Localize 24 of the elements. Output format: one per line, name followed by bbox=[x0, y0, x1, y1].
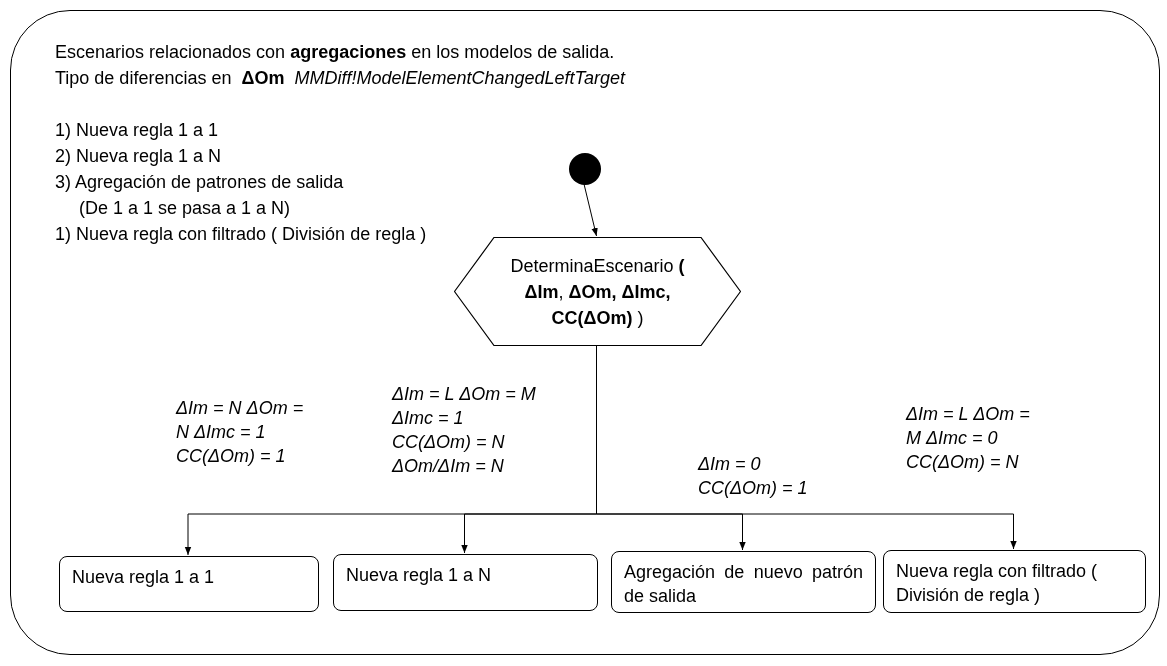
process-box bbox=[59, 556, 319, 612]
hexagon-node bbox=[454, 237, 741, 346]
note-text: 2) Nueva regla 1 a N bbox=[55, 145, 223, 168]
diagram-frame bbox=[10, 10, 1160, 655]
connector-arrow bbox=[583, 183, 598, 237]
note-text: 1) Nueva regla 1 a 1 bbox=[55, 119, 220, 142]
node-label: DeterminaEscenario ( ΔIm, ΔOm, ΔImc, CC(ΔOm) ) bbox=[510, 254, 685, 330]
start-node bbox=[569, 153, 601, 185]
edge-label: ΔIm = N ΔOm = N ΔImc = 1 CC(ΔOm) = 1 bbox=[176, 397, 305, 468]
note-text: 1) Nueva regla con filtrado ( División de regla ) bbox=[55, 223, 428, 246]
node-label: Nueva regla con filtrado ( División de regla ) bbox=[896, 560, 1099, 607]
node-label: Nueva regla 1 a N bbox=[346, 564, 493, 587]
note-text: 3) Agregación de patrones de salida bbox=[55, 171, 345, 194]
note-text: Tipo de diferencias en ΔOm MMDiff!ModelElementChangedLeftTarget bbox=[55, 67, 625, 90]
node-label: Nueva regla 1 a 1 bbox=[72, 566, 216, 589]
edge-label: ΔIm = L ΔOm = M ΔImc = 1 CC(ΔOm) = N ΔOm/ΔIm = N bbox=[392, 383, 537, 478]
process-box bbox=[611, 551, 876, 613]
node-label: Agregación de nuevo patrón de salida bbox=[624, 561, 863, 608]
note-text: Escenarios relacionados con agregaciones en los modelos de salida. bbox=[55, 41, 616, 64]
edge-label: ΔIm = L ΔOm = M ΔImc = 0 CC(ΔOm) = N bbox=[906, 403, 1031, 474]
process-box bbox=[883, 550, 1146, 613]
edge-label: ΔIm = 0 CC(ΔOm) = 1 bbox=[698, 453, 809, 500]
note-text: (De 1 a 1 se pasa a 1 a N) bbox=[78, 197, 292, 220]
process-box bbox=[333, 554, 598, 611]
